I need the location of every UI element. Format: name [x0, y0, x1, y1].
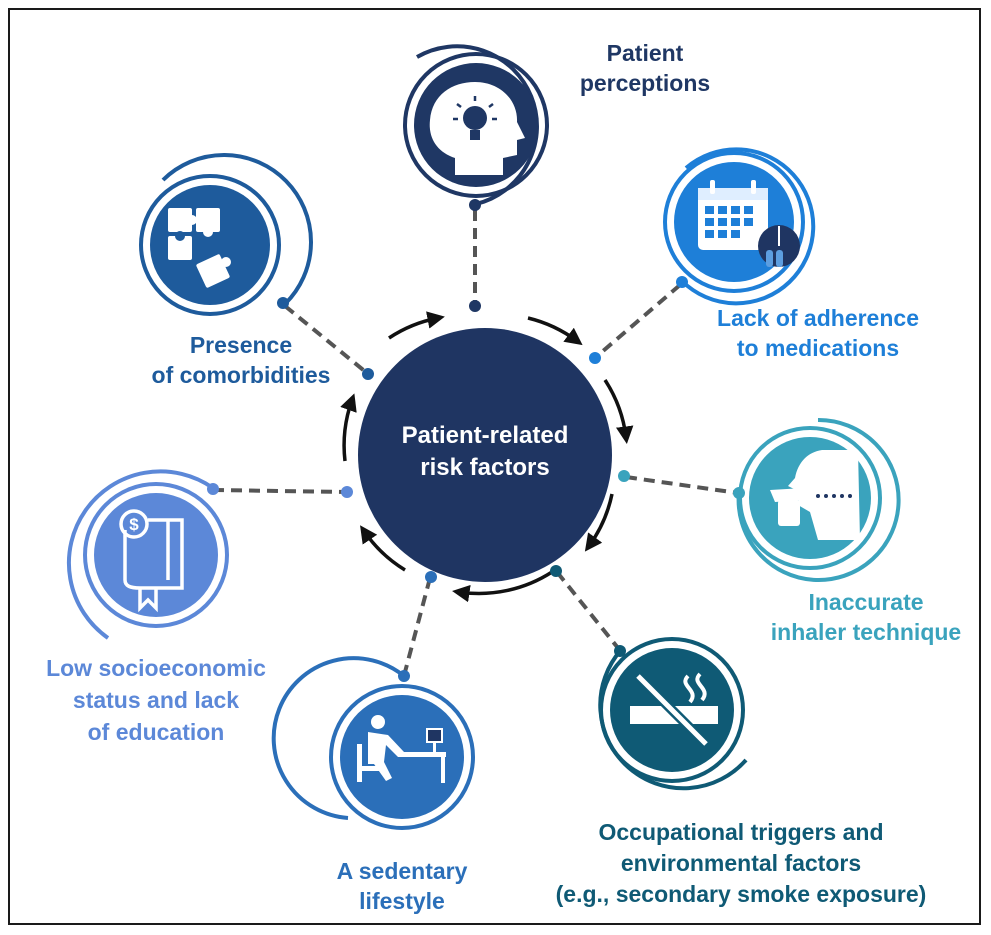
cycle-arrow-6 [360, 525, 406, 572]
book-dollar-icon: $ [119, 509, 184, 613]
label-perceptions: Patient perceptions [579, 40, 711, 96]
label-inhaler: Inaccurate inhaler technique [770, 589, 962, 645]
head-lightbulb-icon [429, 82, 525, 175]
dot-socioeconomic-hub [341, 486, 353, 498]
connector-occupational [555, 570, 620, 650]
cycle-arrow-5 [452, 570, 553, 603]
node-inhaler [736, 417, 901, 582]
person-at-desk-icon [357, 715, 446, 783]
dot-adherence-hub [589, 352, 601, 364]
connector-inhaler [625, 475, 739, 495]
label-occupational: Occupational triggers and environmental … [555, 819, 927, 907]
cycle-arrow-2 [527, 316, 583, 346]
label-sedentary: A sedentary lifestyle [336, 858, 468, 914]
center-title: Patient-related risk factors [357, 420, 613, 484]
dot-occupational-hub [550, 565, 562, 577]
no-smoking-icon [630, 672, 718, 748]
node-occupational [598, 637, 748, 791]
label-socioeconomic: Low socioeconomic status and lack of edu… [46, 655, 266, 745]
dot-sedentary-hub [425, 571, 437, 583]
cycle-arrows [340, 311, 634, 603]
cycle-arrow-4 [584, 493, 614, 552]
center-hub [358, 328, 612, 582]
label-adherence: Lack of adherence to medications [717, 305, 919, 361]
dot-comorbidities-hub [362, 368, 374, 380]
dot-inhaler-hub [618, 470, 630, 482]
node-perceptions [403, 44, 549, 206]
node-socioeconomic: $ [66, 469, 229, 640]
dot-comorbidities-icon [277, 297, 289, 309]
cycle-arrow-3 [603, 379, 634, 444]
center-title-line1: Patient-related [401, 422, 569, 449]
center-title-line2: risk factors [420, 454, 550, 481]
svg-text:$: $ [129, 515, 139, 534]
cycle-arrow-7 [340, 393, 357, 462]
label-comorbidities: Presence of comorbidities [151, 332, 331, 388]
node-adherence [663, 147, 816, 306]
connector-sedentary [403, 577, 432, 673]
connector-socioeconomic [212, 488, 349, 494]
connector-adherence [594, 283, 682, 359]
calendar-pills-icon [698, 180, 800, 267]
inhaler-face-icon [770, 450, 860, 540]
node-comorbidities [139, 153, 313, 316]
node-sedentary [271, 656, 475, 830]
cycle-arrow-1 [388, 311, 445, 340]
puzzle-pieces-icon [168, 208, 231, 288]
dot-perceptions-hub [469, 300, 481, 312]
connectors [212, 210, 739, 673]
